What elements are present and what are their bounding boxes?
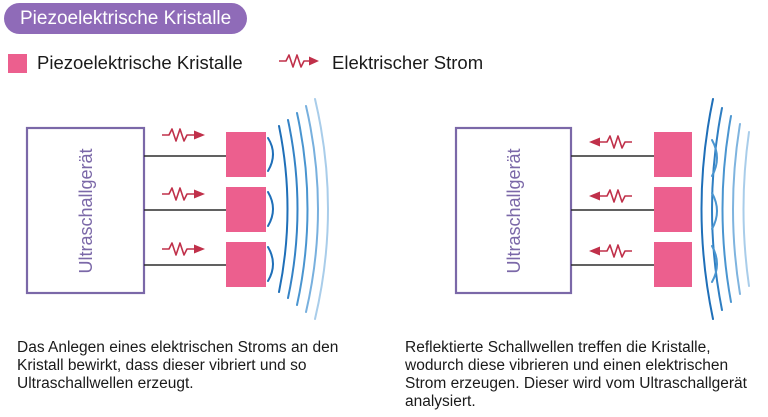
crystal-swatch-icon (8, 53, 27, 73)
piezo-crystal (654, 242, 692, 287)
emitted-sound-waves (267, 98, 329, 320)
piezo-crystal (226, 242, 266, 287)
current-arrow-icon (588, 244, 633, 258)
right-caption: Reflektierte Schallwellen treffen die Kr… (405, 339, 747, 410)
legend-current-label: Elektrischer Strom (332, 52, 484, 73)
current-arrow-icon (588, 135, 633, 149)
reflected-sound-waves (700, 98, 750, 320)
piezo-crystal (654, 132, 692, 177)
page-title: Piezoelektrische Kristalle (4, 3, 248, 34)
ultrasound-device-label: Ultraschallgerät (504, 148, 524, 273)
ultrasound-device-label: Ultraschallgerät (76, 148, 96, 273)
legend-crystal: Piezoelektrische Kristalle (8, 52, 243, 74)
left-panel: Ultraschallgerät (25, 98, 329, 320)
electric-current-icon (278, 52, 320, 74)
current-arrow-icon (161, 242, 206, 256)
piezo-crystal (226, 132, 266, 177)
right-panel: Ultraschallgerät (454, 98, 750, 320)
current-arrow-icon (161, 187, 206, 201)
legend-current: Elektrischer Strom (278, 52, 483, 74)
current-arrow-icon (588, 189, 633, 203)
legend-crystal-label: Piezoelektrische Kristalle (37, 52, 243, 73)
piezo-crystal (226, 187, 266, 232)
left-caption: Das Anlegen eines elektrischen Stroms an… (17, 339, 339, 392)
piezo-crystal (654, 187, 692, 232)
current-arrow-icon (161, 128, 206, 142)
